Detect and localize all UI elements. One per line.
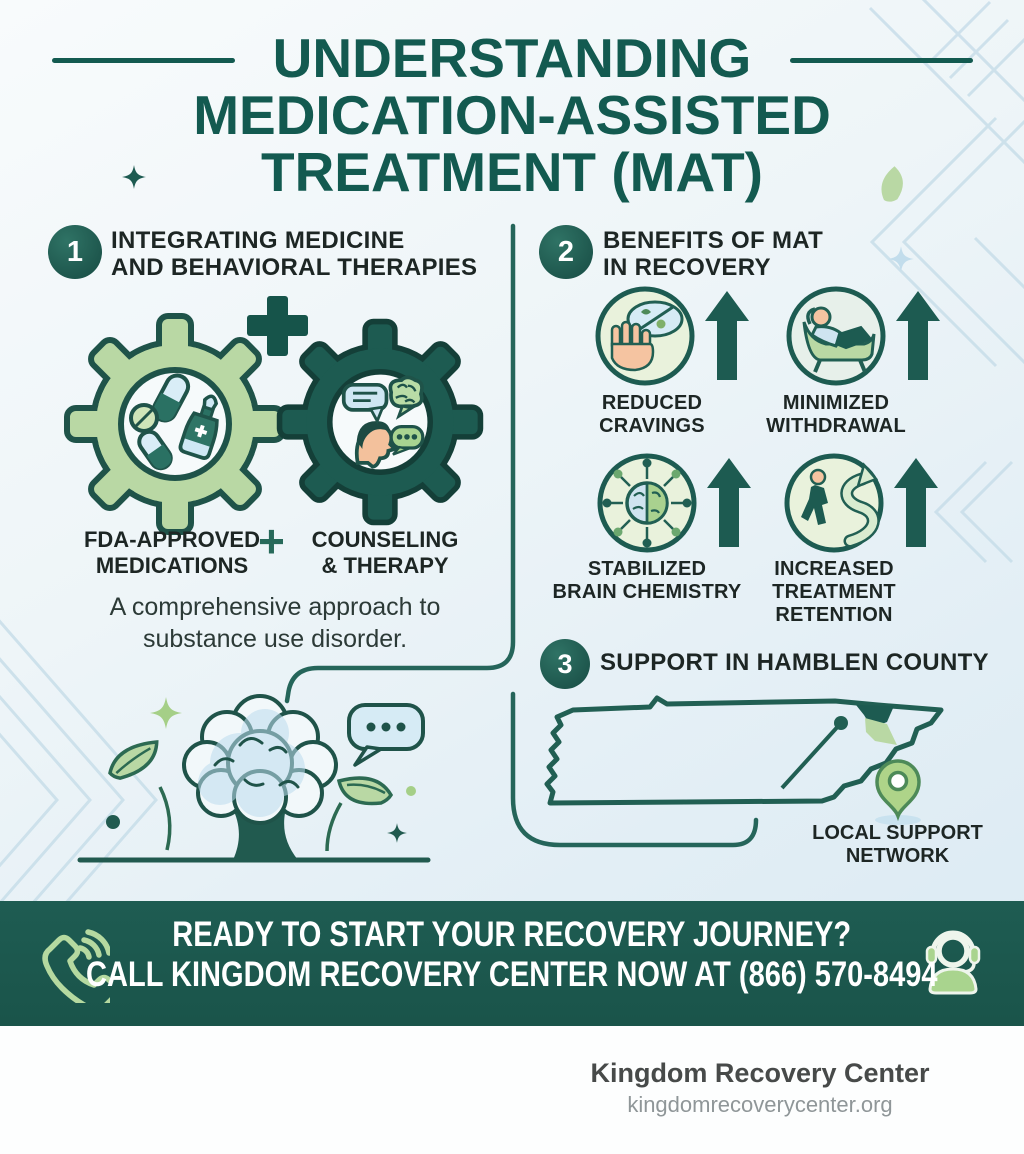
section-2-heading: BENEFITS OF MAT IN RECOVERY <box>603 227 824 281</box>
medication-gear-icon <box>64 313 286 535</box>
map-pointer-dot <box>834 716 848 730</box>
phone-icon <box>42 929 110 1003</box>
map-pointer-line <box>780 721 843 790</box>
location-pin-icon <box>875 759 921 822</box>
state-outline <box>544 695 944 806</box>
cta-banner: READY TO START YOUR RECOVERY JOURNEY? CA… <box>0 901 1024 1026</box>
therapy-gear-icon <box>276 318 484 526</box>
page-title: UNDERSTANDING MEDICATION-ASSISTED TREATM… <box>0 30 1024 201</box>
stop-hand-thought-bubble-icon <box>595 286 749 386</box>
up-arrow-icon <box>705 291 749 380</box>
plus-icon <box>247 296 308 356</box>
speech-bubble-icon <box>347 703 425 767</box>
section-1-heading: INTEGRATING MEDICINE AND BEHAVIORAL THER… <box>111 227 478 281</box>
sparkle-icon <box>122 165 146 189</box>
counseling-label: COUNSELING & THERAPY <box>311 527 459 578</box>
banner-line-2: CALL KINGDOM RECOVERY CENTER NOW AT (866… <box>86 953 938 994</box>
accent-dot <box>106 815 120 829</box>
section-3-heading: SUPPORT IN HAMBLEN COUNTY <box>600 649 989 676</box>
walking-path-icon <box>784 453 938 553</box>
sparkle-icon <box>888 246 914 272</box>
section-1-number-badge: 1 <box>48 225 102 279</box>
sparkle-icon <box>387 823 407 843</box>
title-line-1: UNDERSTANDING <box>272 27 752 89</box>
county-highlight-dark <box>856 705 894 728</box>
accent-dot <box>406 786 416 796</box>
gears-illustration <box>64 296 484 535</box>
medicine-bottle-icon <box>178 394 219 460</box>
brain-network-icon <box>597 453 751 553</box>
brain-canopy <box>182 694 338 825</box>
tennessee-map <box>544 695 944 825</box>
benefit-label-reduced-cravings: REDUCED CRAVINGS <box>599 392 705 437</box>
sparkle-icon <box>150 697 182 729</box>
up-arrow-icon <box>896 291 940 380</box>
local-support-label: LOCAL SUPPORT NETWORK <box>812 822 983 867</box>
footer <box>0 1026 1024 1154</box>
up-arrow-icon <box>894 458 938 547</box>
title-dash-right <box>790 58 973 63</box>
leaf-icon <box>108 740 172 851</box>
resting-person-icon <box>786 286 940 386</box>
brain-tree-illustration <box>77 694 431 863</box>
plus-text: + <box>258 515 285 567</box>
dots-bubble-icon <box>389 425 425 456</box>
leaf-icon <box>881 166 903 202</box>
benefit-label-minimized-withdrawal: MINIMIZED WITHDRAWAL <box>766 392 906 437</box>
benefit-label-increased-treatment-retention: INCREASED TREATMENT RETENTION <box>772 558 896 626</box>
title-line-3: TREATMENT (MAT) <box>260 141 763 203</box>
county-highlight-green <box>865 718 897 745</box>
pills-icon <box>129 373 219 471</box>
banner-line-1: READY TO START YOUR RECOVERY JOURNEY? <box>172 913 852 954</box>
benefit-label-stabilized-brain-chemistry: STABILIZED BRAIN CHEMISTRY <box>552 558 742 603</box>
section-2-number-badge: 2 <box>539 225 593 279</box>
up-arrow-icon <box>707 458 751 547</box>
website-url: kingdomrecoverycenter.org <box>627 1092 893 1117</box>
brain-bubble-icon <box>388 375 424 420</box>
leaf-icon <box>325 776 394 852</box>
connector-curves <box>284 223 759 848</box>
section-1-description: A comprehensive approach to substance us… <box>109 593 441 653</box>
chat-bubble-icon <box>341 382 389 425</box>
medications-label: FDA-APPROVED MEDICATIONS <box>83 527 260 578</box>
org-name: Kingdom Recovery Center <box>590 1058 930 1088</box>
title-dash-left <box>52 58 235 63</box>
section-3-number-badge: 3 <box>540 639 590 689</box>
title-line-2: MEDICATION-ASSISTED <box>193 84 831 146</box>
headset-agent-icon <box>925 930 981 995</box>
stop-hand <box>610 320 655 372</box>
